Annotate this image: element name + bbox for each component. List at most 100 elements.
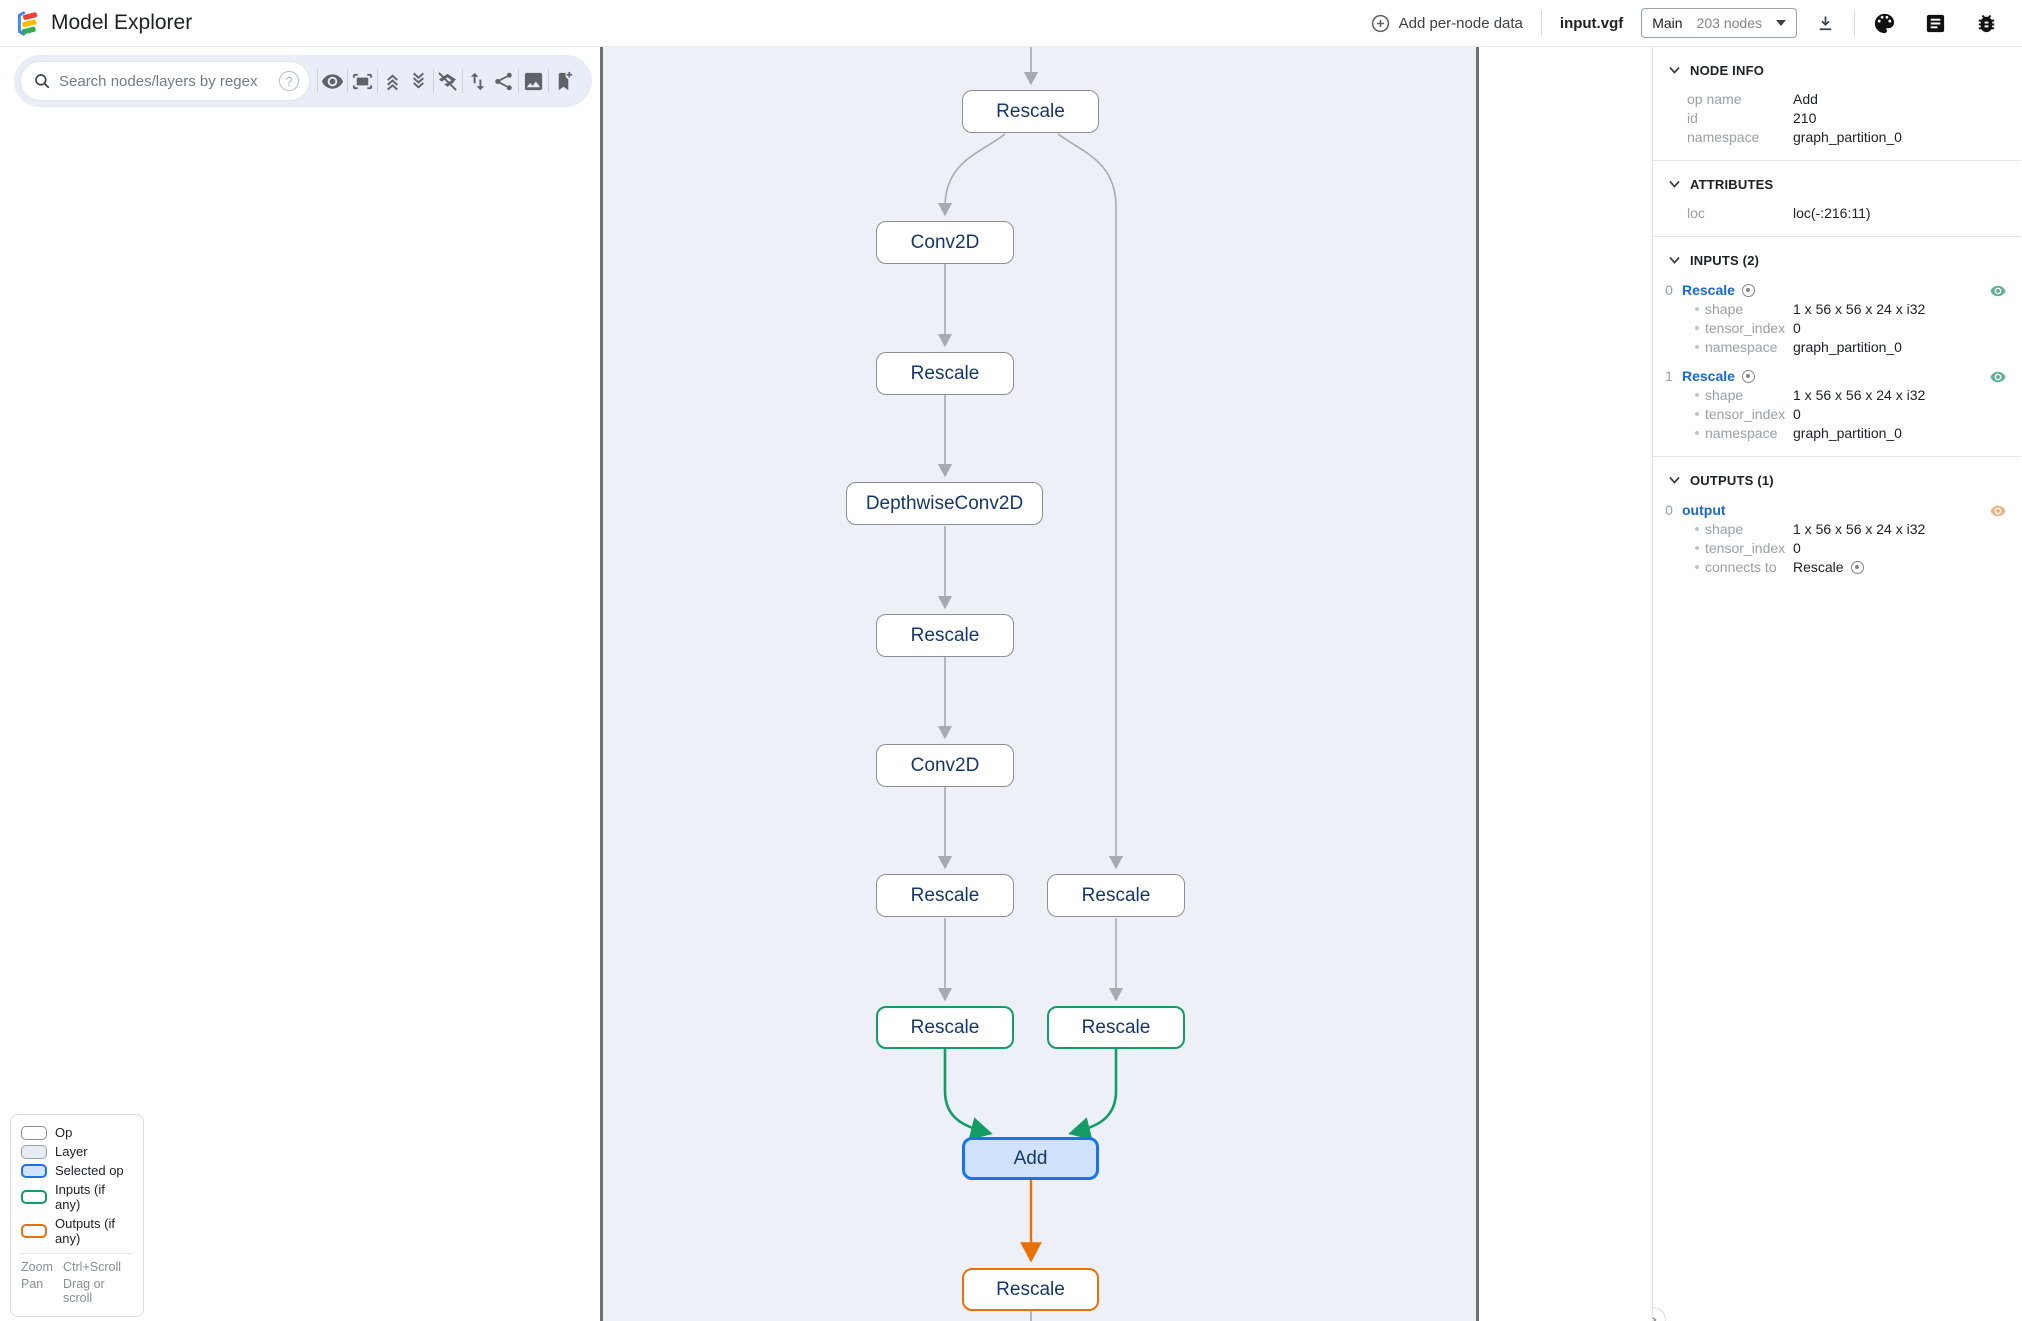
graph-node-rescale[interactable]: Rescale [1047,1006,1185,1049]
graph-node-conv2d[interactable]: Conv2D [876,221,1014,264]
secondary-pane [1479,47,1652,1321]
divider [1653,160,2021,161]
help-icon[interactable]: ? [279,71,299,91]
model-explorer-logo-icon [14,10,41,37]
visibility-toggle-icon[interactable] [1989,502,2007,523]
section-header-node-info[interactable]: NODE INFO [1653,47,2021,90]
bug-report-icon[interactable] [1975,12,1998,35]
download-model-button[interactable] [1815,13,1836,34]
graph-node-rescale[interactable]: Rescale [1047,874,1185,917]
release-notes-icon[interactable] [1924,12,1947,35]
hide-layers-icon[interactable] [436,70,459,93]
graph-selector-value: Main [1652,15,1683,31]
graph-selector-dropdown[interactable]: Main 203 nodes [1641,8,1797,38]
eye-icon[interactable] [321,70,344,93]
graph-node-count: 203 nodes [1696,15,1762,31]
edge [1057,133,1124,870]
graph-node-conv2d[interactable]: Conv2D [876,744,1014,787]
edge-input [1068,1049,1118,1140]
info-row: loc loc(-:216:11) [1687,205,1871,221]
legend-label: Inputs (if any) [55,1182,105,1212]
flip-direction-icon[interactable] [466,70,489,93]
toolbar-separator [518,69,520,93]
fit-screen-icon[interactable] [351,70,374,93]
pane-splitter[interactable] [1476,47,1479,1321]
graph-node-rescale[interactable]: Rescale [876,874,1014,917]
locate-node-icon[interactable] [1741,369,1755,383]
graph-node-rescale[interactable]: Rescale [876,1006,1014,1049]
legend-label: Outputs (if any) [55,1216,115,1246]
visibility-toggle-icon[interactable] [1989,368,2007,389]
divider [1854,10,1855,36]
visibility-toggle-icon[interactable] [1989,282,2007,303]
connects-to-node: Rescale [1793,559,1844,575]
model-file-name: input.vgf [1559,14,1624,32]
input-node-link[interactable]: Rescale [1682,368,1735,384]
node-info-panel: NODE INFO op name Add id 210 namespace g… [1652,47,2021,1321]
graph-node-add[interactable]: Add [962,1137,1099,1180]
output-link[interactable]: output [1682,502,1726,518]
edge-input [943,1049,993,1140]
add-per-node-data-button[interactable]: Add per-node data [1370,13,1523,34]
input-node-link[interactable]: Rescale [1682,282,1735,298]
edge [937,133,1006,217]
collapse-all-layers-icon[interactable] [407,70,430,93]
app-title: Model Explorer [51,11,193,34]
search-box[interactable]: ? [20,61,310,101]
graph-toolbar: ? [14,55,592,107]
expand-all-layers-icon[interactable] [381,70,404,93]
trace-inputs-outputs-icon[interactable] [492,70,515,93]
toolbar-separator [548,69,550,93]
chevron-down-icon [1776,20,1786,26]
toolbar-separator [346,69,348,93]
info-row: id 210 [1687,110,1817,126]
legend-label: Layer [55,1144,88,1159]
legend-swatch-outputs [21,1224,47,1238]
divider [21,1253,133,1254]
divider [1540,10,1542,36]
toolbar-separator [376,69,378,93]
toolbar-separator [432,69,434,93]
toolbar-separator [462,69,464,93]
legend-item: Inputs (if any) [21,1182,133,1212]
search-input[interactable] [59,72,271,90]
locate-node-icon[interactable] [1741,283,1755,297]
chevron-down-icon [1669,256,1680,264]
chevron-down-icon [1669,476,1680,484]
toolbar-separator [316,69,318,93]
graph-node-rescale[interactable]: Rescale [876,614,1014,657]
add-per-node-data-label: Add per-node data [1398,14,1523,32]
bookmark-add-icon[interactable] [552,70,575,93]
chevron-down-icon [1669,66,1680,74]
info-row: op name Add [1687,91,1818,107]
section-header-attributes[interactable]: ATTRIBUTES [1653,161,2021,204]
legend-label: Op [55,1125,73,1140]
collapse-panel-button[interactable] [1653,1307,1666,1321]
legend-swatch-inputs [21,1190,47,1204]
locate-node-icon[interactable] [1850,560,1864,574]
graph-edges [937,47,1124,1321]
graph-node-rescale[interactable]: Rescale [962,1268,1099,1311]
left-panel: ? [0,47,600,1321]
legend-item: Layer [21,1144,133,1159]
graph-node-rescale[interactable]: Rescale [876,352,1014,395]
graph-node-rescale[interactable]: Rescale [962,90,1099,133]
download-image-icon[interactable] [522,70,545,93]
legend-swatch-layer [21,1144,47,1159]
plus-circle-icon [1370,13,1391,34]
legend-swatch-op [21,1125,47,1140]
palette-icon[interactable] [1873,12,1896,35]
chevron-down-icon [1669,180,1680,188]
legend-hint: Pan Drag or scroll [21,1277,105,1305]
legend-swatch-selected-op [21,1163,47,1178]
section-header-outputs[interactable]: OUTPUTS (1) [1653,457,2021,500]
divider [1653,456,2021,457]
pane-splitter[interactable] [600,47,603,1321]
section-header-inputs[interactable]: INPUTS (2) [1653,237,2021,280]
legend-label: Selected op [55,1163,124,1178]
search-icon [33,72,51,90]
graph-node-depthwiseconv2d[interactable]: DepthwiseConv2D [846,482,1043,525]
